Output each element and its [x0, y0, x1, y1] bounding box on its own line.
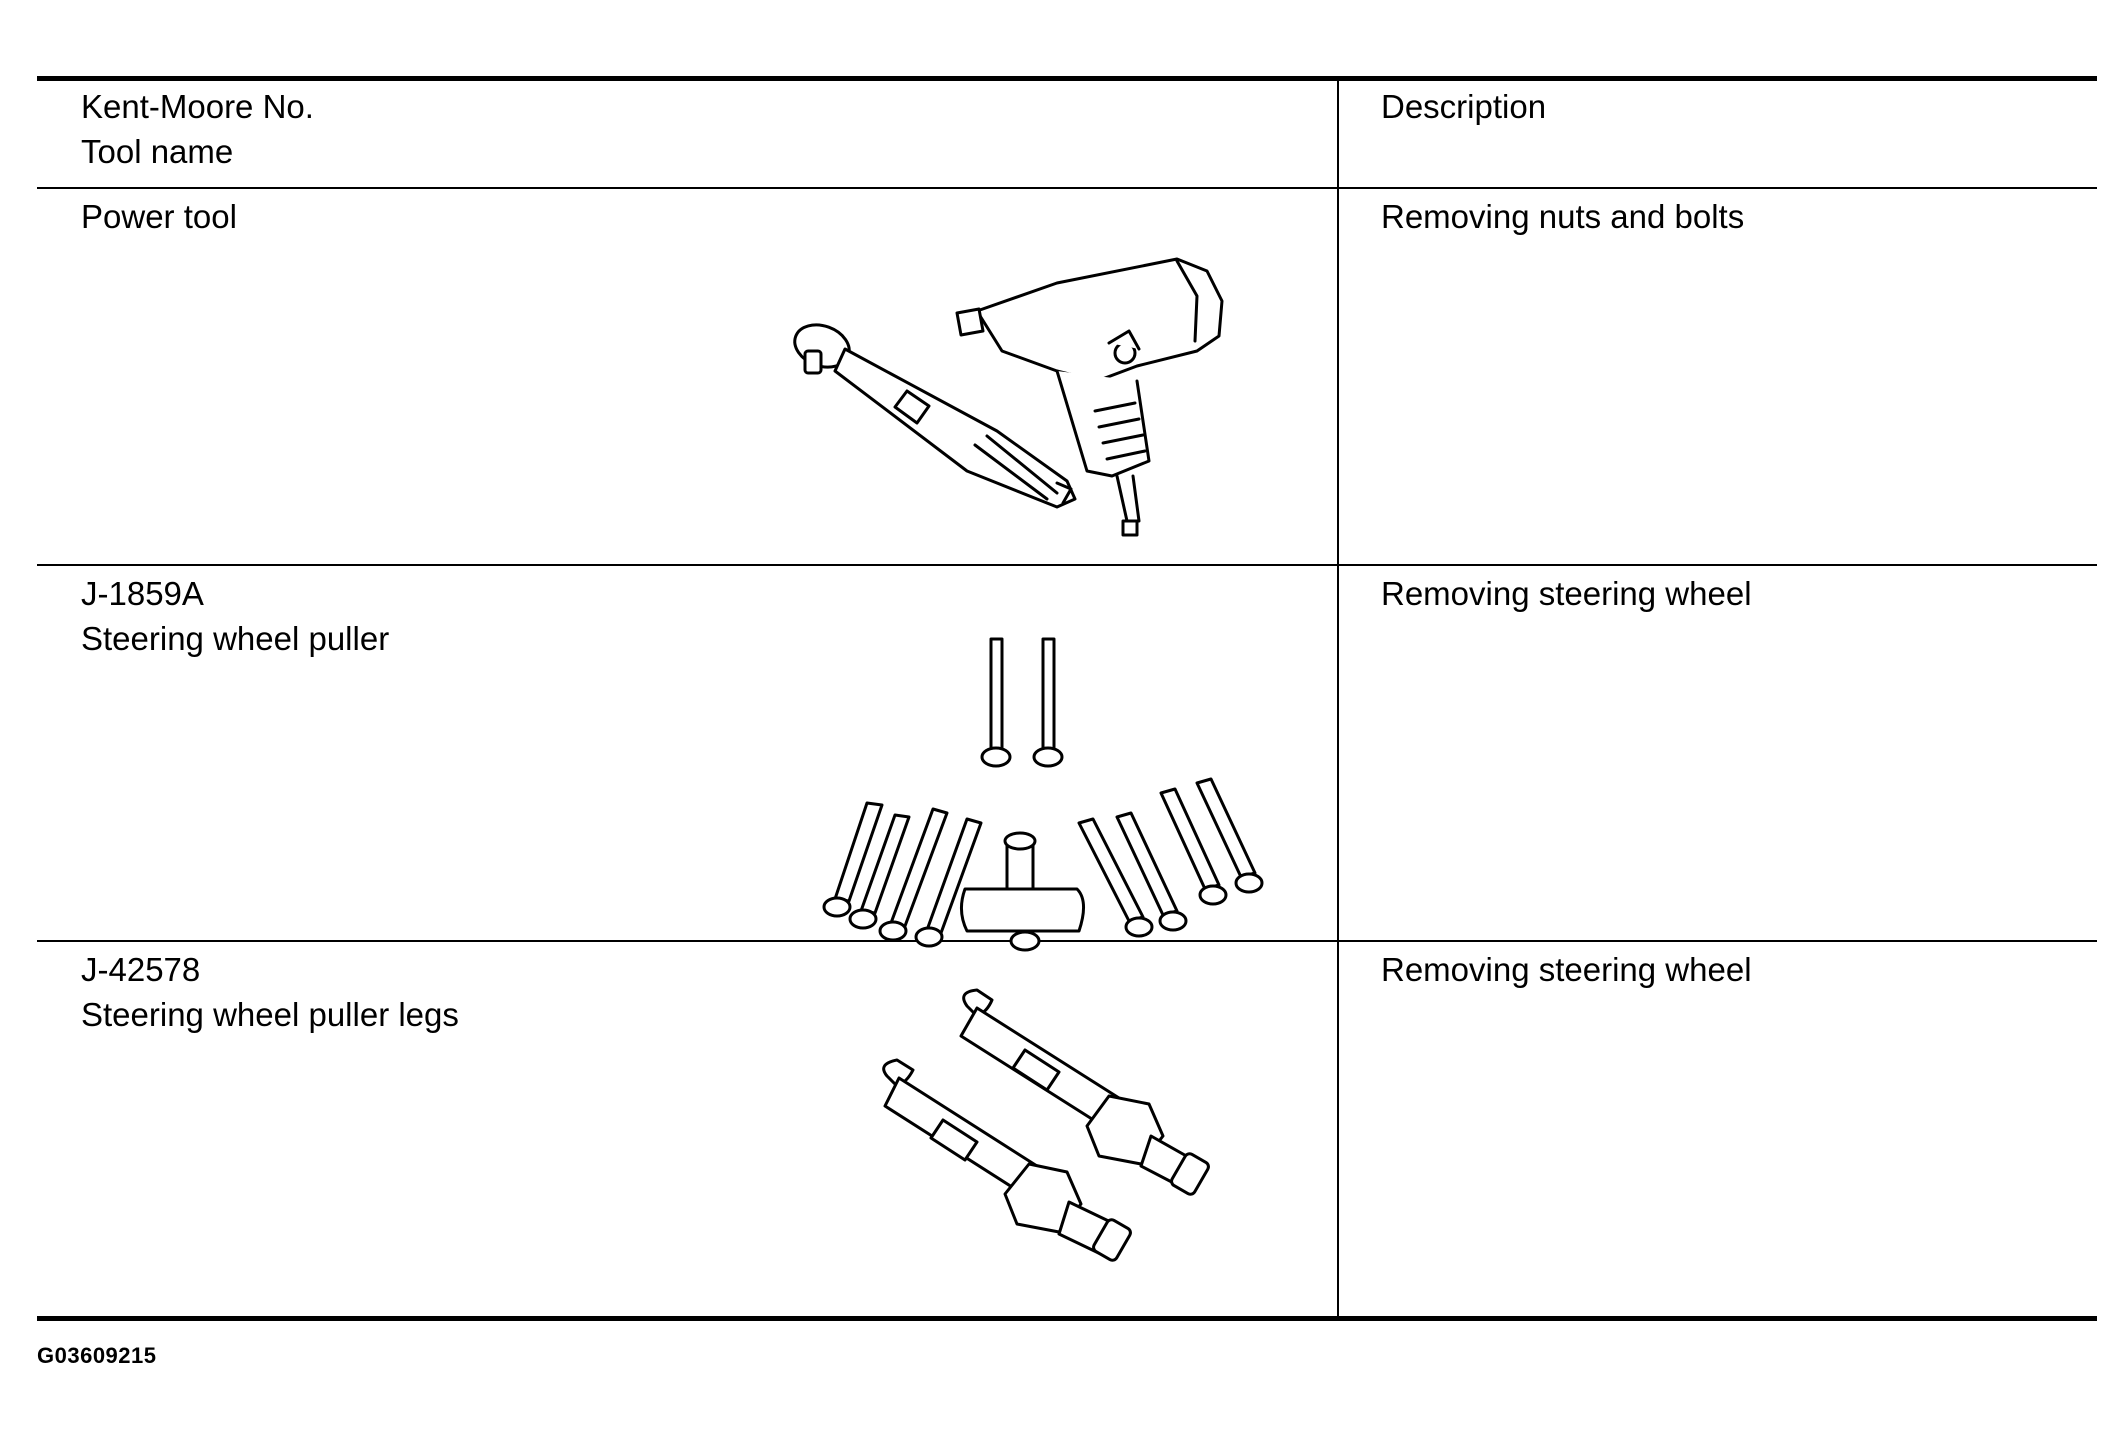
table-top-rule [37, 76, 2097, 81]
special-tools-table: Kent-Moore No. Tool name Description Pow… [37, 76, 2097, 1321]
row-rule-1 [37, 564, 2097, 566]
impact-wrench-icon [955, 257, 1224, 537]
figure-code: G03609215 [37, 1343, 157, 1368]
puller-legs-illustration [837, 986, 1237, 1326]
steering-wheel-puller-illustration [767, 631, 1297, 961]
puller-leg-icon [882, 988, 1210, 1262]
row-3-tool-number: J-42578 [81, 951, 201, 988]
table-bottom-rule [37, 1316, 2097, 1321]
power-tool-illustration [757, 231, 1277, 551]
row-3-tool-name: Steering wheel puller legs [81, 996, 459, 1033]
header-tool-name: Tool name [81, 133, 234, 170]
row-3-description: Removing steering wheel [1381, 951, 1752, 988]
row-2-tool-name: Steering wheel puller [81, 620, 390, 657]
puller-body-icon [960, 831, 1085, 952]
row-rule-2 [37, 940, 2097, 942]
column-divider [1337, 81, 1339, 1316]
row-1-description: Removing nuts and bolts [1381, 198, 1745, 235]
header-description: Description [1381, 88, 1547, 125]
puller-bolt-icon [822, 637, 1264, 948]
row-1-tool-name: Power tool [81, 198, 237, 235]
header-rule [37, 187, 2097, 189]
air-ratchet-icon [793, 323, 1077, 509]
row-2-description: Removing steering wheel [1381, 575, 1752, 612]
row-2-tool-number: J-1859A [81, 575, 204, 612]
header-tool-number: Kent-Moore No. [81, 88, 314, 125]
